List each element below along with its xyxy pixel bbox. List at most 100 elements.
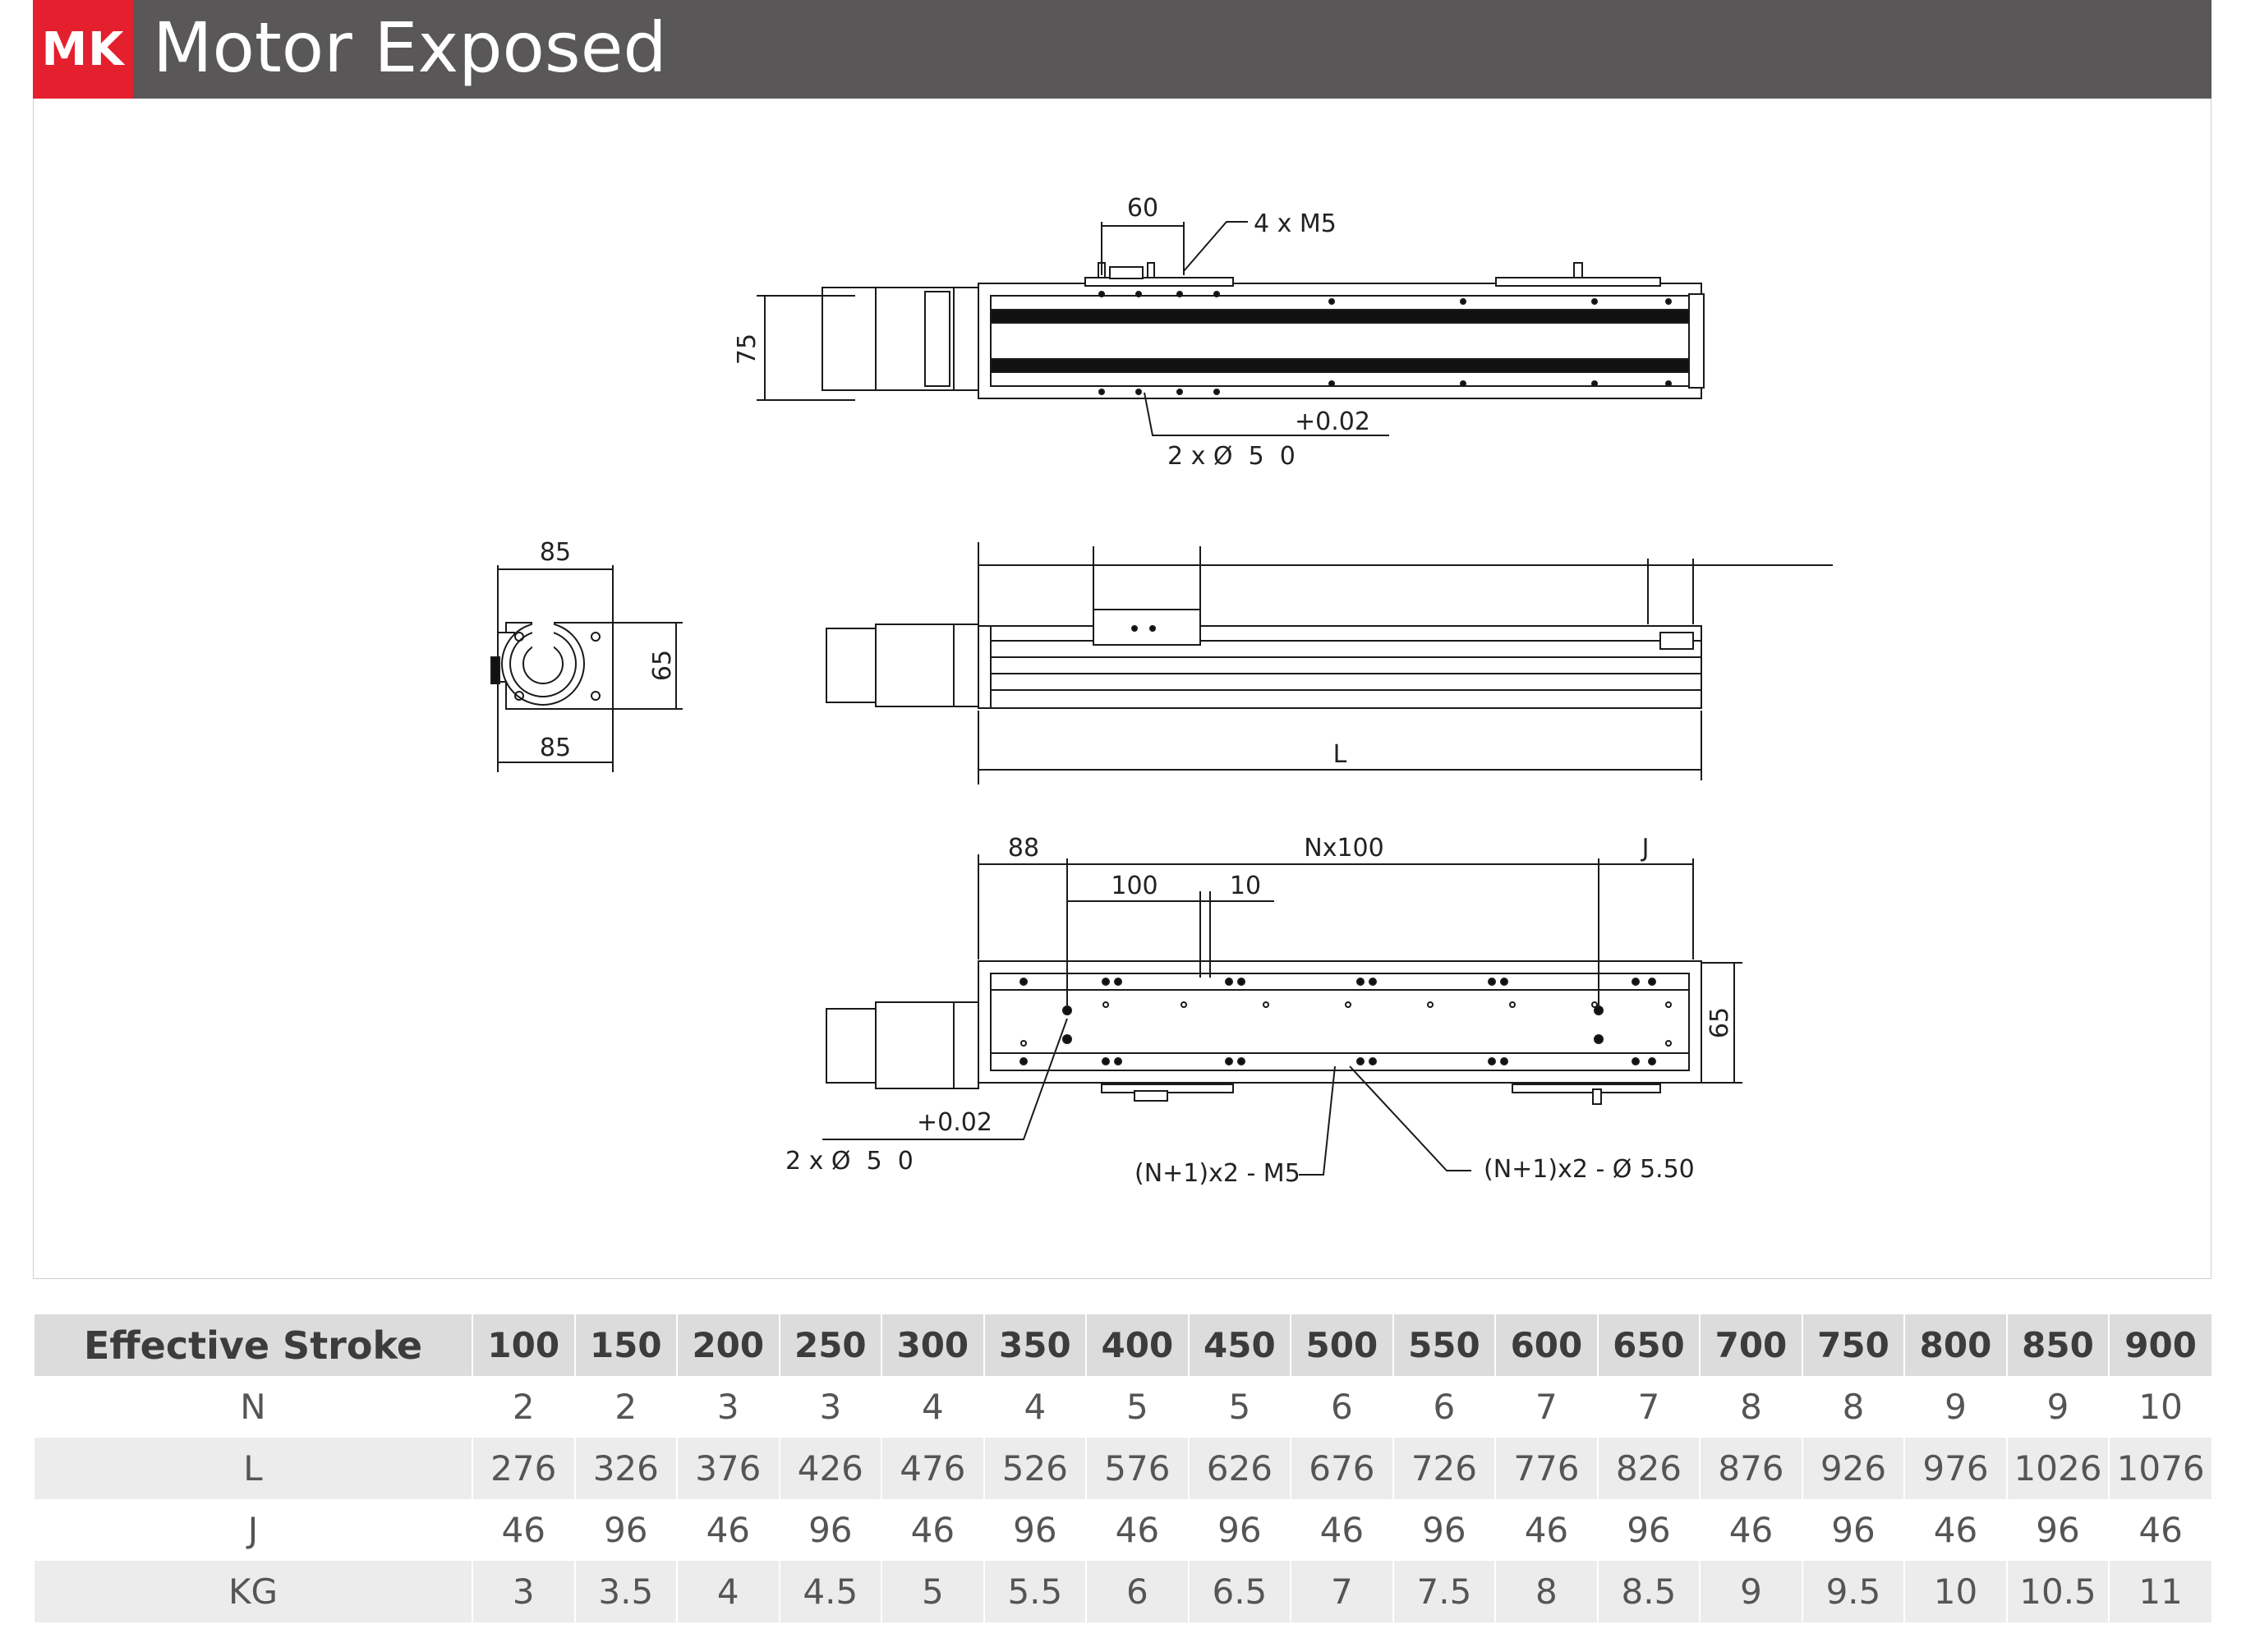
table-cell: 4 (983, 1376, 1087, 1438)
table-cell: 10.5 (2005, 1561, 2110, 1622)
table-cell: 926 (1801, 1438, 1905, 1499)
column-header: 850 (2005, 1314, 2110, 1376)
table-cell: 2 (472, 1376, 575, 1438)
row-label: KG (33, 1561, 472, 1622)
table-cell: 96 (778, 1499, 882, 1561)
column-header: 150 (573, 1314, 678, 1376)
dim-85-top: 85 (540, 538, 571, 567)
header-bar: MK Motor Exposed (33, 0, 2211, 99)
table-cell: 4.5 (778, 1561, 882, 1622)
table-cell: 526 (983, 1438, 1087, 1499)
dim-j: J (1641, 834, 1650, 863)
column-header: 250 (778, 1314, 882, 1376)
table-cell: 3 (676, 1376, 780, 1438)
bottom-view (822, 854, 1742, 1176)
row-label: J (33, 1499, 472, 1561)
table-cell: 9 (1903, 1376, 2007, 1438)
tolerance-top: +0.02 (1295, 407, 1370, 436)
table-cell: 96 (983, 1499, 1087, 1561)
table-cell: 576 (1085, 1438, 1189, 1499)
table-cell: 5 (881, 1561, 984, 1622)
dim-10: 10 (1230, 872, 1261, 900)
column-header: 750 (1801, 1314, 1905, 1376)
table-cell: 96 (1392, 1499, 1496, 1561)
table-cell: 46 (2108, 1499, 2211, 1561)
column-header: 350 (983, 1314, 1087, 1376)
table-cell: 46 (1290, 1499, 1393, 1561)
dim-85-bottom: 85 (540, 734, 571, 762)
column-header: 800 (1903, 1314, 2007, 1376)
table-cell: 1076 (2108, 1438, 2211, 1499)
table-cell: 96 (1187, 1499, 1291, 1561)
table-cell: 726 (1392, 1438, 1496, 1499)
table-cell: 8 (1699, 1376, 1802, 1438)
table-cell: 3 (472, 1561, 575, 1622)
page-title: Motor Exposed (153, 7, 667, 88)
dim-60: 60 (1127, 194, 1158, 223)
table-cell: 96 (2005, 1499, 2110, 1561)
table-cell: 10 (1903, 1561, 2007, 1622)
table-cell: 7 (1596, 1376, 1701, 1438)
table-cell: 376 (676, 1438, 780, 1499)
table-cell: 7.5 (1392, 1561, 1496, 1622)
table-cell: 976 (1903, 1438, 2007, 1499)
table-cell: 5.5 (983, 1561, 1087, 1622)
label-thread-m5: (N+1)x2 - M5 (1135, 1159, 1300, 1188)
side-view (826, 542, 1833, 785)
table-cell: 676 (1290, 1438, 1393, 1499)
table-cell: 2 (573, 1376, 678, 1438)
row-label: N (33, 1376, 472, 1438)
table-cell: 9 (2005, 1376, 2110, 1438)
top-view (757, 221, 1705, 436)
hole-label-top: 2 x Ø 5 0 (1167, 442, 1296, 471)
table-cell: 6 (1392, 1376, 1496, 1438)
label-through-hole: (N+1)x2 - Ø 5.50 (1484, 1155, 1695, 1184)
table-cell: 8 (1801, 1376, 1905, 1438)
table-cell: 626 (1187, 1438, 1291, 1499)
dim-88: 88 (1008, 834, 1039, 863)
label-4xm5: 4 x M5 (1254, 209, 1337, 238)
table-cell: 5 (1187, 1376, 1291, 1438)
table-cell: 776 (1494, 1438, 1598, 1499)
column-header: 300 (881, 1314, 984, 1376)
column-header: 100 (472, 1314, 575, 1376)
column-header: 400 (1085, 1314, 1189, 1376)
table-cell: 876 (1699, 1438, 1802, 1499)
table-cell: 6.5 (1187, 1561, 1291, 1622)
technical-drawing: 60 4 x M5 75 +0.02 2 x Ø 5 0 85 85 65 L … (490, 194, 1833, 1188)
table-cell: 96 (573, 1499, 678, 1561)
table-cell: 276 (472, 1438, 575, 1499)
table-cell: 4 (881, 1376, 984, 1438)
column-header: 550 (1392, 1314, 1496, 1376)
dim-65-end: 65 (648, 650, 677, 681)
table-cell: 46 (881, 1499, 984, 1561)
end-view (490, 565, 683, 772)
column-header: 900 (2108, 1314, 2211, 1376)
column-header: 500 (1290, 1314, 1393, 1376)
table-cell: 826 (1596, 1438, 1701, 1499)
table-cell: 9 (1699, 1561, 1802, 1622)
dim-l: L (1333, 740, 1347, 769)
column-header-label: Effective Stroke (33, 1314, 472, 1376)
dim-75: 75 (733, 334, 762, 365)
drawing-frame: 60 4 x M5 75 +0.02 2 x Ø 5 0 85 85 65 L … (33, 99, 2211, 1279)
hole-label-bottom: 2 x Ø 5 0 (785, 1147, 914, 1176)
column-header: 600 (1494, 1314, 1598, 1376)
table-cell: 6 (1290, 1376, 1393, 1438)
table-cell: 4 (676, 1561, 780, 1622)
table-cell: 46 (1494, 1499, 1598, 1561)
table-cell: 3 (778, 1376, 882, 1438)
table-cell: 8 (1494, 1561, 1598, 1622)
table-cell: 10 (2108, 1376, 2211, 1438)
table-cell: 7 (1494, 1376, 1598, 1438)
dim-nx100: Nx100 (1304, 834, 1383, 863)
table-cell: 5 (1085, 1376, 1189, 1438)
table-cell: 96 (1596, 1499, 1701, 1561)
table-cell: 46 (1699, 1499, 1802, 1561)
column-header: 450 (1187, 1314, 1291, 1376)
table-cell: 476 (881, 1438, 984, 1499)
